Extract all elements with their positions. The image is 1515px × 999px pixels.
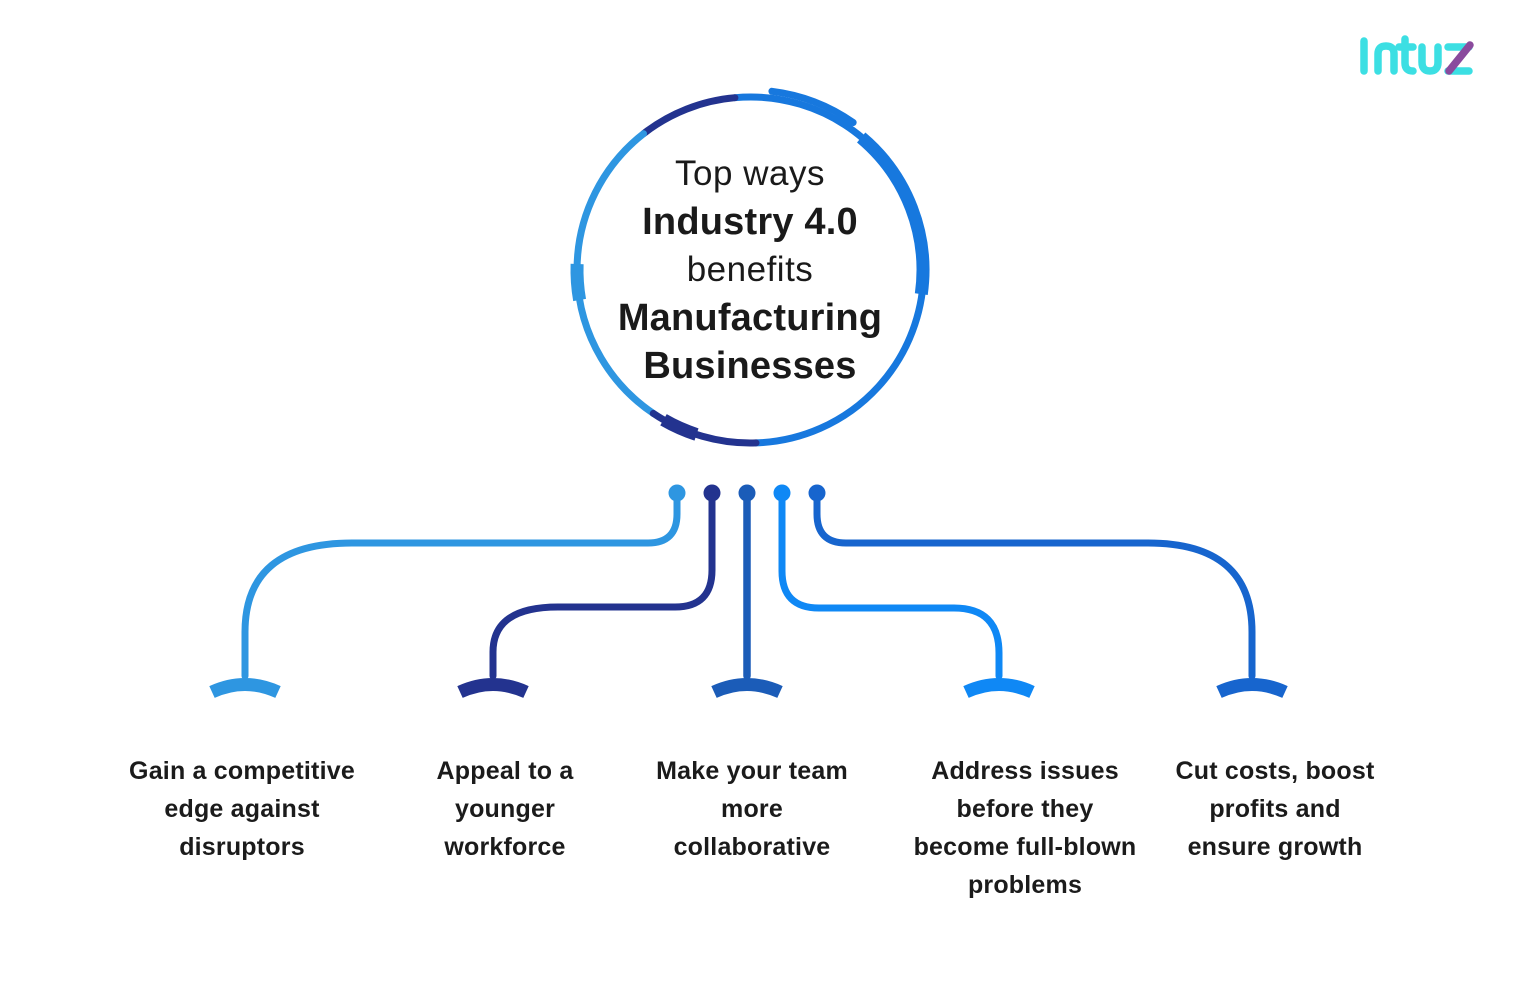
circle-ring-offset-top-arc (768, 87, 857, 126)
connector-2-line (489, 492, 716, 680)
connector-4-foot (963, 678, 1035, 698)
center-title-line-3: benefits (686, 250, 814, 289)
circle-ring-thick-right-arc (856, 132, 930, 296)
connector-2-foot (457, 678, 529, 698)
center-title: Top ways Industry 4.0 benefits Manufactu… (565, 150, 935, 390)
connector-5-foot (1216, 678, 1288, 698)
connector-5-line (813, 492, 1256, 680)
connector-3-foot (711, 678, 783, 698)
circle-ring-left-tick (570, 263, 587, 302)
circle-ring-navy-bottom-arc (649, 409, 760, 447)
center-title-line-1: Top ways (675, 154, 825, 193)
branch-label-5: Cut costs, boost profits and ensure grow… (1175, 757, 1375, 861)
connector-4-line (778, 492, 1003, 680)
center-title-line-2: Industry 4.0 (642, 201, 858, 243)
circle-ring-navy-top-arc (640, 94, 739, 138)
circle-ring-bottom-tick (660, 414, 699, 441)
connector-1-line (241, 492, 681, 680)
branch-label-2: Appeal to a younger workforce (436, 757, 574, 861)
center-title-line-5: Businesses (643, 345, 857, 387)
logo-letter-u (1418, 43, 1442, 75)
logo-letter-n (1374, 42, 1398, 75)
branch-label-1: Gain a competitive edge against disrupto… (129, 757, 355, 861)
branch-label-3: Make your team more collaborative (656, 757, 848, 861)
intuz-logo (1360, 35, 1474, 75)
logo-letter-z-diagonal (1445, 41, 1474, 75)
logo-letter-t-stem (1401, 35, 1417, 75)
connector-1-foot (209, 678, 281, 698)
branch-label-4: Address issues before they become full-b… (913, 757, 1137, 899)
center-title-line-4: Manufacturing (617, 297, 883, 339)
